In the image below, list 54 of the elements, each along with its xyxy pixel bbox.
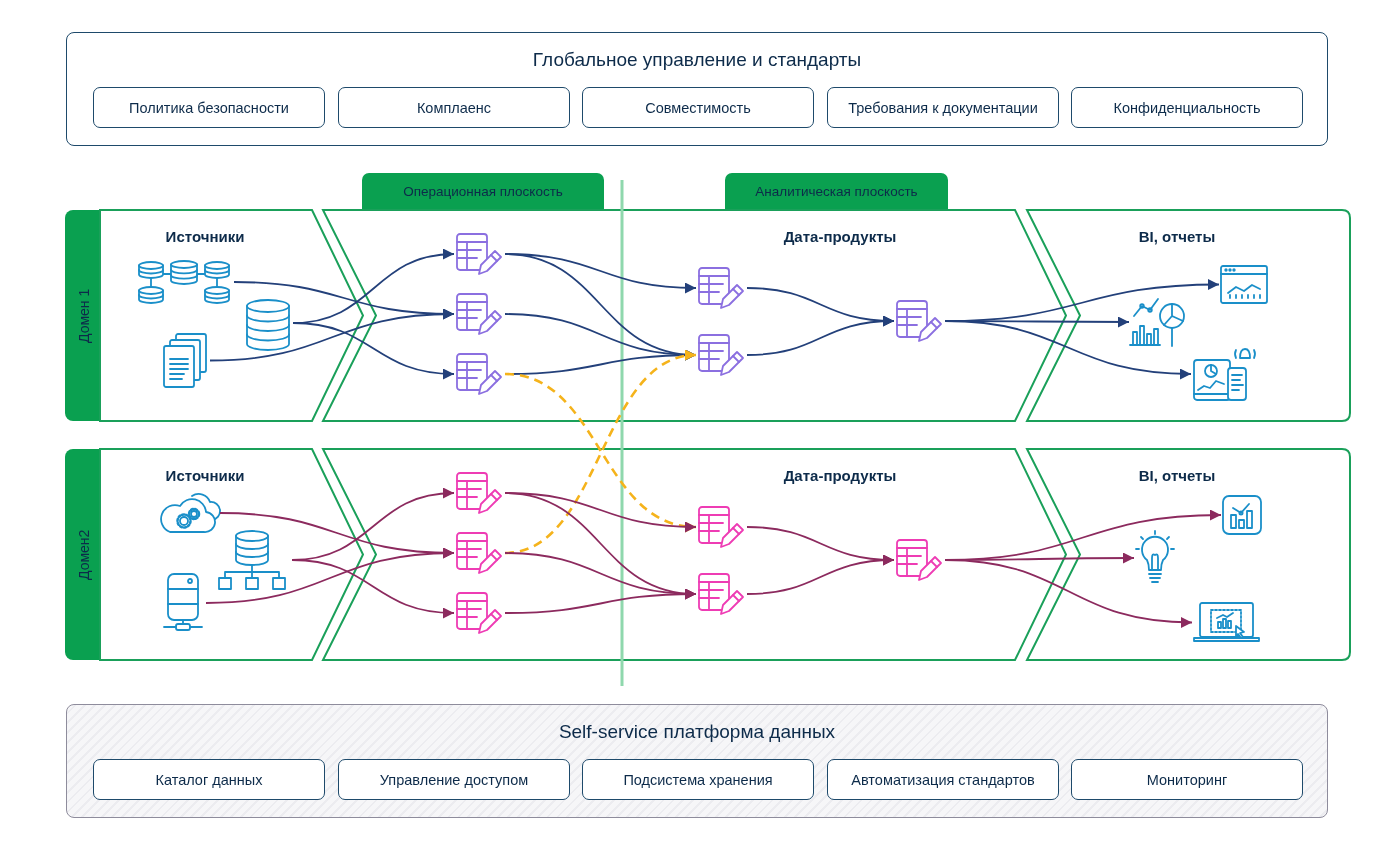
- plane-tab: Операционная плоскость: [362, 173, 604, 210]
- arrow: [292, 322, 455, 379]
- laptop-chart-icon: [1193, 602, 1260, 643]
- component-box: Совместимость: [582, 87, 814, 128]
- table-edit-icon: [895, 299, 943, 343]
- arrow: [746, 554, 895, 595]
- section-heading: Дата-продукты: [783, 228, 897, 245]
- plane-tab: Аналитическая плоскость: [725, 173, 948, 210]
- table-edit-icon: [455, 471, 503, 515]
- component-box: Подсистема хранения: [582, 759, 814, 800]
- panel-title: Глобальное управление и стандарты: [532, 49, 862, 71]
- documents-icon: [162, 333, 208, 388]
- component-box: Политика безопасности: [93, 87, 325, 128]
- database-icon: [245, 298, 291, 348]
- section-heading: Источники: [165, 228, 245, 245]
- table-edit-icon: [697, 266, 745, 310]
- section-heading: Источники: [165, 467, 245, 484]
- section-heading: BI, отчеты: [1138, 228, 1216, 245]
- component-box: Комплаенс: [338, 87, 570, 128]
- table-edit-icon: [697, 505, 745, 549]
- table-edit-icon: [697, 333, 745, 377]
- section-heading: BI, отчеты: [1138, 467, 1216, 484]
- component-box: Требования к документации: [827, 87, 1059, 128]
- mobile-dashboard-icon: [1192, 346, 1258, 402]
- component-box: Каталог данных: [93, 759, 325, 800]
- component-box: Управление доступом: [338, 759, 570, 800]
- server-icon: [162, 573, 204, 633]
- table-edit-icon: [895, 538, 943, 582]
- arrow: [504, 588, 697, 614]
- arrow: [291, 559, 455, 618]
- arrow: [746, 315, 895, 356]
- section-heading: Дата-продукты: [783, 467, 897, 484]
- component-box: Конфиденциальность: [1071, 87, 1303, 128]
- light-bulb-icon: [1135, 530, 1175, 586]
- component-box: Мониторинг: [1071, 759, 1303, 800]
- table-edit-icon: [455, 531, 503, 575]
- component-box: Автоматизация стандартов: [827, 759, 1059, 800]
- table-edit-icon: [455, 591, 503, 635]
- database-network-icon: [137, 260, 232, 304]
- arrow: [944, 320, 1192, 380]
- table-edit-icon: [455, 232, 503, 276]
- cloud-gear-icon: [160, 490, 218, 536]
- dashboard-window-icon: [1220, 265, 1268, 304]
- arrow: [205, 547, 455, 604]
- panel: [66, 32, 1328, 146]
- table-edit-icon: [455, 292, 503, 336]
- arrow: [209, 308, 455, 362]
- bar-chart-icon: [1222, 495, 1262, 535]
- panel: [66, 704, 1328, 818]
- analytics-chart-icon: [1130, 296, 1186, 348]
- table-edit-icon: [697, 572, 745, 616]
- arrow: [944, 559, 1193, 628]
- table-edit-icon: [455, 352, 503, 396]
- panel-title: Self-service платформа данных: [558, 721, 836, 743]
